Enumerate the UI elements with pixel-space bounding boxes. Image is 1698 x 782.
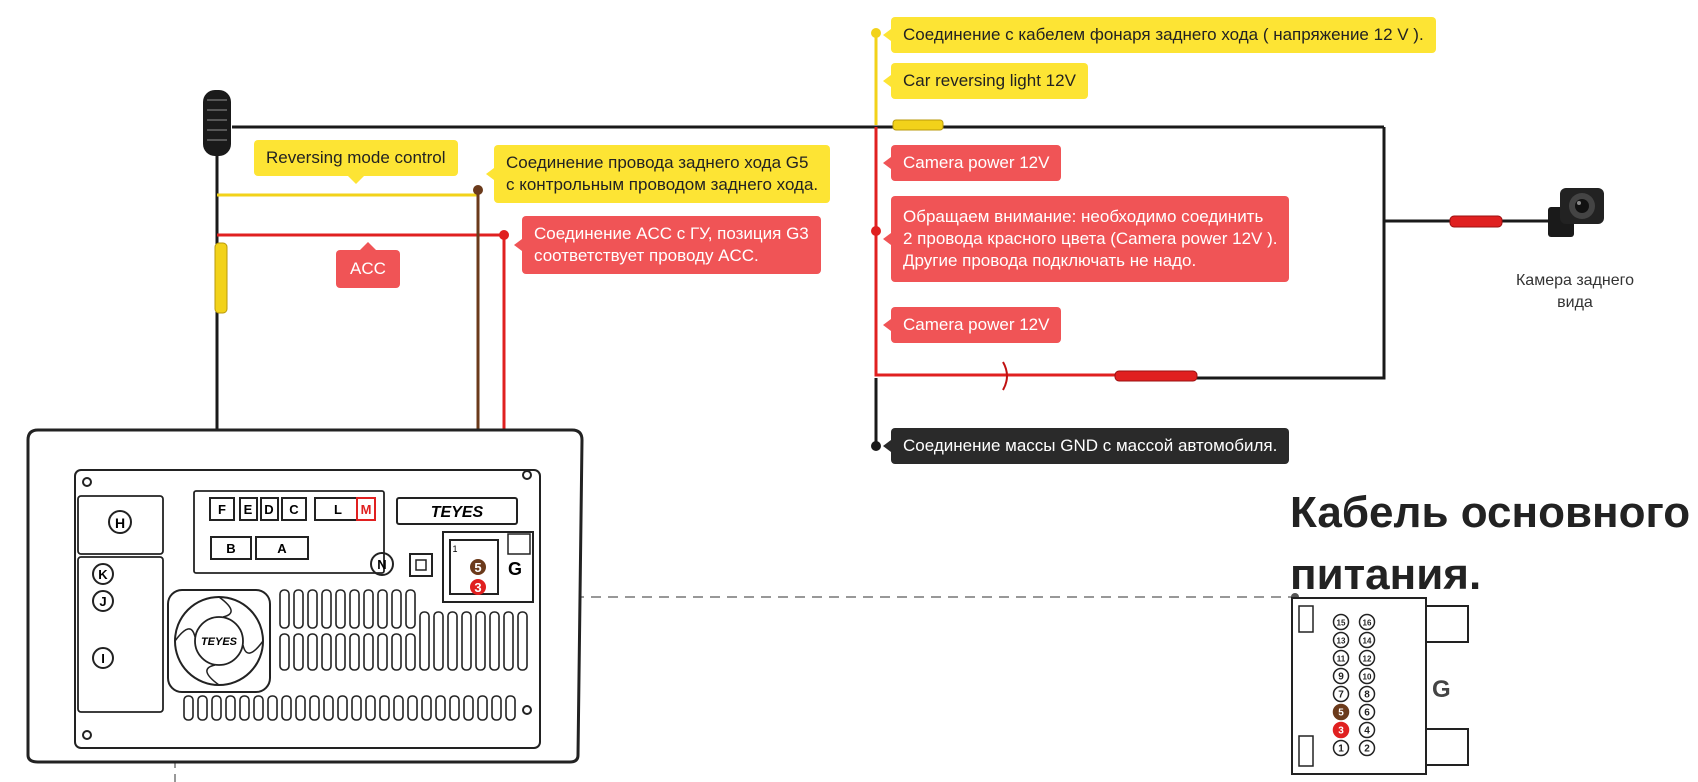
pin-label-7: 7 (1338, 690, 1344, 701)
pin-label-2: 2 (1364, 744, 1370, 755)
brown-g5-dot (473, 185, 483, 195)
pin-12 (1358, 649, 1376, 667)
port-K: K (98, 567, 108, 582)
teyes-logo: TEYES (431, 504, 484, 521)
pin-label-3: 3 (1338, 726, 1344, 737)
connector-G: G (508, 559, 522, 579)
port-I: I (101, 651, 105, 666)
connector-L: L (334, 502, 342, 517)
label-acc-g3: Соединение ACC с ГУ, позиция G3 соответс… (514, 216, 821, 274)
pin-14 (1358, 631, 1376, 649)
pin-16 (1358, 613, 1376, 631)
camera-label: Камера заднего вида (1515, 272, 1635, 311)
pin-label-14: 14 (1363, 637, 1372, 646)
connector-E: E (244, 502, 253, 517)
connector-M: M (361, 502, 372, 517)
label-reverse-light-en: Car reversing light 12V (883, 63, 1088, 99)
label-reverse-light-ru: Соединение с кабелем фонаря заднего хода… (883, 17, 1436, 53)
label-reverse-wire-g5: Соединение провода заднего хода G5 с кон… (486, 145, 831, 203)
pin-13 (1332, 631, 1350, 649)
label-camera-power-1: Camera power 12V (883, 145, 1062, 181)
pin-label-9: 9 (1338, 672, 1344, 683)
yellow-light-dot (871, 28, 881, 38)
port-J: J (99, 594, 106, 609)
rear-camera-icon (1548, 188, 1604, 237)
red-camera-power-wire (874, 127, 1122, 377)
pin-2 (1358, 739, 1376, 757)
pin-6 (1358, 703, 1376, 721)
pin-8 (1358, 685, 1376, 703)
yellow-reversing-wire (217, 190, 480, 197)
pin-label-13: 13 (1337, 637, 1346, 646)
red-plug-bottom (1114, 370, 1198, 382)
gnd-dot (871, 441, 881, 451)
port-H: H (115, 515, 125, 531)
connector-D: D (264, 502, 273, 517)
label-note: Обращаем внимание: необходимо соединить … (883, 196, 1290, 282)
red-camera-dot (871, 226, 881, 236)
pin-5-label: 5 (474, 560, 481, 575)
yellow-plug-left (214, 242, 228, 314)
pin-label-5: 5 (1338, 708, 1344, 719)
pin-1 (1332, 739, 1350, 757)
heat-sink-ribs (183, 589, 528, 721)
g-connector-letter: G (1432, 676, 1451, 703)
pin-3 (1332, 721, 1350, 739)
label-gnd: Соединение массы GND с массой автомобиля… (883, 428, 1290, 464)
label-reversing-mode-control: Reversing mode control (254, 140, 458, 184)
head-unit: H K J I N F E D C L M B A G 1 5 3 TEYES … (26, 428, 584, 764)
pin-label-8: 8 (1364, 690, 1370, 701)
pin-label-16: 16 (1363, 619, 1372, 628)
pin-10 (1358, 667, 1376, 685)
pin-9 (1332, 667, 1350, 685)
g-tab-number: 1 (452, 544, 457, 554)
black-trunk-wire-right (1130, 127, 1386, 380)
pin-label-12: 12 (1363, 655, 1372, 664)
label-camera-power-2: Camera power 12V (883, 307, 1062, 343)
pin-label-1: 1 (1338, 744, 1344, 755)
pin-11 (1332, 649, 1350, 667)
connector-C: C (289, 502, 299, 517)
pin-7 (1332, 685, 1350, 703)
pin-5 (1332, 703, 1350, 721)
main-cable-title: Кабель основного питания. (1290, 488, 1691, 599)
red-cut-wire (1002, 361, 1008, 391)
label-acc: ACC (336, 242, 400, 288)
connector-A: A (277, 541, 287, 556)
pin-3-label: 3 (474, 580, 481, 595)
pin-label-11: 11 (1337, 655, 1346, 664)
pin-label-6: 6 (1364, 708, 1370, 719)
port-N: N (377, 557, 386, 572)
pin-4 (1358, 721, 1376, 739)
yellow-plug-top (892, 119, 944, 131)
pin-15 (1332, 613, 1350, 631)
pin-label-4: 4 (1364, 726, 1370, 737)
pin-label-15: 15 (1337, 619, 1346, 628)
connector-F: F (218, 502, 226, 517)
connector-B: B (226, 541, 235, 556)
red-acc-dot (499, 230, 509, 240)
red-plug-right (1449, 215, 1503, 228)
fan-logo: TEYES (201, 636, 238, 648)
pin-label-10: 10 (1363, 673, 1372, 682)
